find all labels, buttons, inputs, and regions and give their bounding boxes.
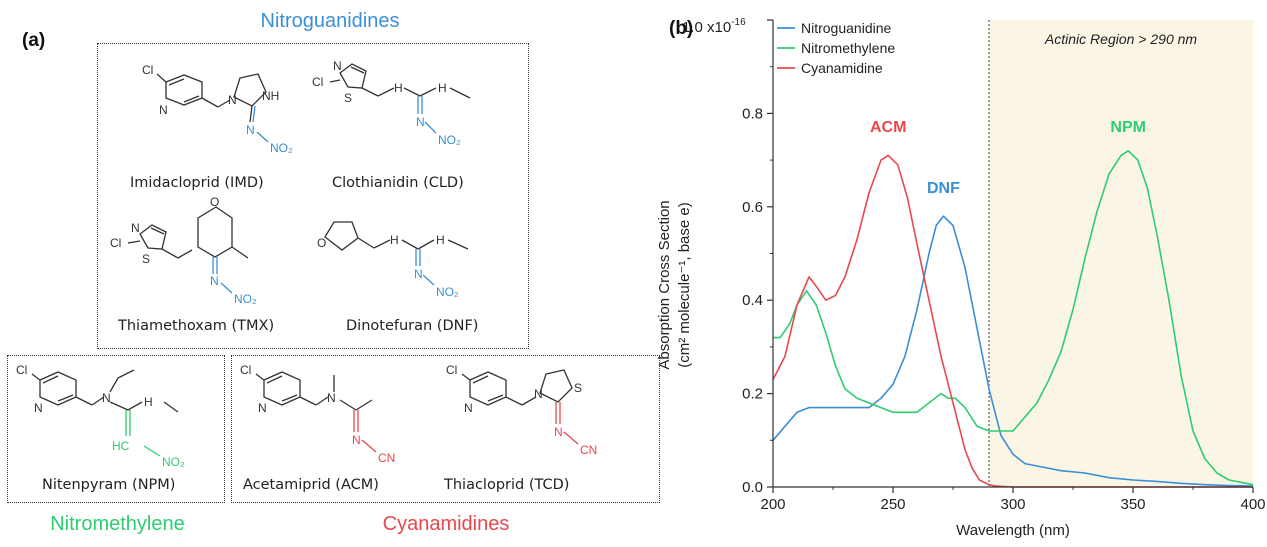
dnf-nh2: H xyxy=(436,233,445,247)
tcd-s: S xyxy=(574,381,582,395)
cld-name: Clothianidin (CLD) xyxy=(332,175,464,191)
cld-s: S xyxy=(344,91,352,105)
tmx-no2: NO₂ xyxy=(234,292,257,306)
x-tick-label-2: 300 xyxy=(1000,496,1025,513)
nitromethylene-title: Nitromethylene xyxy=(50,513,185,535)
dnf-n3: N xyxy=(414,267,423,281)
cld-n: N xyxy=(333,59,342,73)
x-tick-label-3: 350 xyxy=(1120,496,1145,513)
structures-svg: Cl N N NH N NO₂ Cl N S H H N NO₂ Cl N S … xyxy=(16,59,597,469)
y-axis-label-1: Absorption Cross Section xyxy=(656,200,673,369)
dnf-no2: NO₂ xyxy=(436,285,459,299)
cyanamidines-box xyxy=(231,355,660,503)
x-tick-label-4: 400 xyxy=(1240,496,1265,513)
tmx-n3: N xyxy=(210,274,219,288)
npm-cl: Cl xyxy=(16,363,27,377)
imd-cl: Cl xyxy=(142,63,153,77)
tmx-n: N xyxy=(131,221,140,235)
annotation-dnf: DNF xyxy=(927,180,960,197)
npm-hc: HC xyxy=(112,439,130,453)
y-tick-label-1: 0.2 xyxy=(742,386,763,403)
tcd-name: Thiacloprid (TCD) xyxy=(444,477,570,493)
tmx-s: S xyxy=(142,252,150,266)
acm-n1: N xyxy=(327,391,336,405)
cld-nh2: H xyxy=(438,81,447,95)
npm-nh: H xyxy=(144,395,153,409)
acm-name: Acetamiprid (ACM) xyxy=(243,477,379,493)
acm-cn: CN xyxy=(378,451,395,465)
y-tick-label-0: 0.0 xyxy=(742,479,763,496)
series-line-nitroguanidine xyxy=(772,215,1254,487)
cld-n3: N xyxy=(416,115,425,129)
npm-n1: N xyxy=(102,391,111,405)
series-line-nitromethylene xyxy=(773,150,1254,486)
annotation-acm: ACM xyxy=(870,119,906,136)
x-tick-label-1: 250 xyxy=(880,496,905,513)
dnf-nh1: H xyxy=(390,233,399,247)
legend-label-2: Cyanamidine xyxy=(801,60,883,76)
nitroguanidines-title: Nitroguanidines xyxy=(260,10,400,32)
actinic-region xyxy=(989,20,1253,487)
x-axis-label: Wavelength (nm) xyxy=(956,522,1070,539)
tcd-n: N xyxy=(464,401,473,415)
acm-n: N xyxy=(258,401,267,415)
x-tick-label-0: 200 xyxy=(760,496,785,513)
acm-cl: Cl xyxy=(240,363,251,377)
npm-name: Nitenpyram (NPM) xyxy=(42,477,176,493)
tmx-o: O xyxy=(210,195,219,209)
tmx-name: Thiamethoxam (TMX) xyxy=(118,318,275,334)
panel-b-label: (b) xyxy=(669,18,694,39)
imd-n1: N xyxy=(228,93,237,107)
y-top-label: 1.0 x10-16 xyxy=(682,17,746,36)
actinic-region-label: Actinic Region > 290 nm xyxy=(1044,31,1197,47)
tcd-cn: CN xyxy=(580,443,597,457)
nitromethylene-box xyxy=(7,355,225,503)
acm-n2: N xyxy=(352,433,361,447)
dnf-name: Dinotefuran (DNF) xyxy=(346,318,479,334)
imd-no2: NO₂ xyxy=(270,141,293,155)
cld-cl: Cl xyxy=(312,75,323,89)
y-tick-label-4: 0.8 xyxy=(742,105,763,122)
annotation-npm: NPM xyxy=(1110,119,1146,136)
npm-no2: NO₂ xyxy=(162,455,185,469)
tcd-n1: N xyxy=(534,387,543,401)
tcd-n2: N xyxy=(554,425,563,439)
y-tick-label-2: 0.4 xyxy=(742,292,763,309)
imd-n2: N xyxy=(246,123,255,137)
panel-a-label: (a) xyxy=(22,30,46,51)
npm-n: N xyxy=(34,401,43,415)
tcd-cl: Cl xyxy=(446,363,457,377)
y-tick-label-3: 0.6 xyxy=(742,199,763,216)
y-axis-label-2: (cm² molecule⁻¹, base e) xyxy=(676,202,693,367)
cyanamidines-title: Cyanamidines xyxy=(382,513,510,535)
dnf-o: O xyxy=(317,236,326,250)
cld-nh1: H xyxy=(394,81,403,95)
imd-nh: NH xyxy=(262,89,279,103)
legend-label-1: Nitromethylene xyxy=(801,40,895,56)
legend-label-0: Nitroguanidine xyxy=(801,20,891,36)
nitroguanidines-box xyxy=(97,43,529,349)
imd-name: Imidacloprid (IMD) xyxy=(130,175,264,191)
imd-n: N xyxy=(159,103,168,117)
cld-no2: NO₂ xyxy=(438,133,461,147)
tmx-cl: Cl xyxy=(110,236,121,250)
